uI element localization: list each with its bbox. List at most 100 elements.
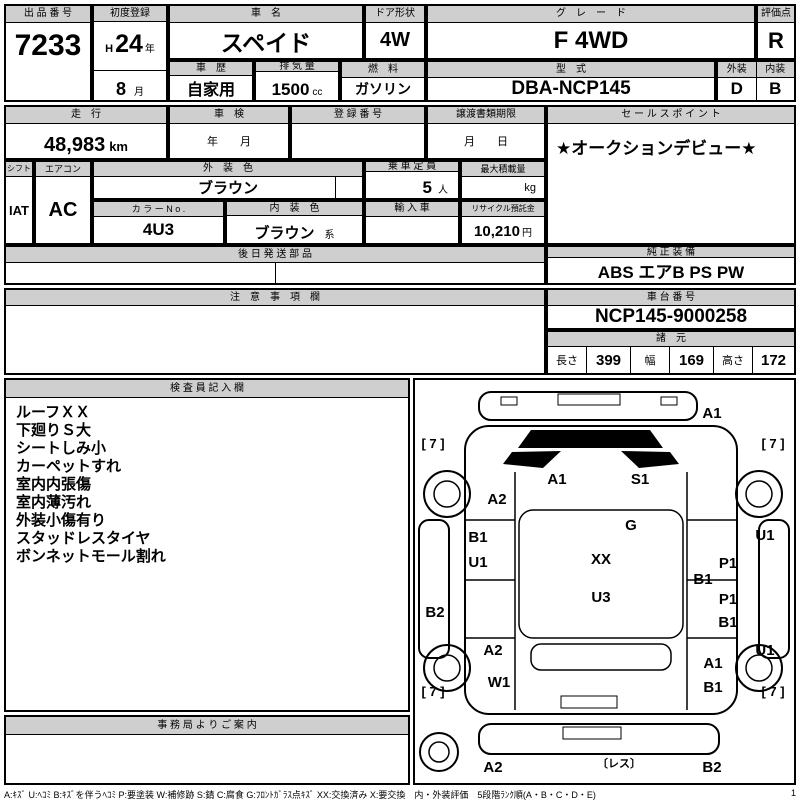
interior-color-cell: 内 装 色 ブラウン 系 <box>225 200 364 245</box>
inspector-note: 室内薄汚れ <box>16 494 92 511</box>
capacity-label: 乗 車 定 員 <box>366 162 458 172</box>
sales-point-value: ★オークションデビュー★ <box>556 139 757 158</box>
shift-label: シフト <box>6 162 32 177</box>
damage-code-label: A1 <box>702 405 721 422</box>
exterior-color-label: 外 装 色 <box>94 162 362 177</box>
recycle-deposit-label: リサイクル預託金 <box>462 202 544 217</box>
office-notice-label: 事 務 局 よ り ご 案 内 <box>6 717 408 735</box>
import-cell: 輸 入 車 <box>364 200 460 245</box>
sales-point-cell: セ ー ル ス ポ イ ン ト ★オークションデビュー★ <box>546 105 796 245</box>
damage-code-label: B2 <box>702 759 721 776</box>
score-label: 評価点 <box>758 6 794 23</box>
damage-code-label: A1 <box>703 655 722 672</box>
front-bumper-shape <box>478 391 698 421</box>
left-side-panel-shape <box>418 519 450 659</box>
displacement-cell: 排 気 量 1500 cc <box>254 60 340 102</box>
inspector-note: 下廻りＳ大 <box>16 422 92 439</box>
spare-tire-shape <box>419 732 459 772</box>
displacement-label: 排 気 量 <box>256 62 338 72</box>
inspector-note: シートしみ小 <box>16 440 107 457</box>
office-notice-cell: 事 務 局 よ り ご 案 内 <box>4 715 410 785</box>
inspector-note: ルーフＸＸ <box>16 404 91 421</box>
month-unit: 月 <box>134 87 144 98</box>
inspector-note: カーペットすれ <box>16 458 122 475</box>
recycle-amount: 10,210 <box>474 223 520 240</box>
inspector-note: スタッドレスタイヤ <box>16 530 151 547</box>
first-registration-year: H 24 年 <box>94 22 166 71</box>
shift-value: IAT <box>9 202 29 218</box>
roof-shape <box>518 509 684 639</box>
rear-left-wheel-shape <box>423 644 471 692</box>
reg-year-value: 24 <box>115 30 143 59</box>
legend-row: A:ｷｽﾞ U:ﾍｺﾐ B:ｷｽﾞを伴うﾍｺﾐ P:要塗装 W:補修跡 S:錆 … <box>4 788 796 800</box>
car-name-value: スペイド <box>220 29 312 56</box>
damage-code-label: 〔レス〕 <box>597 757 641 770</box>
year-unit: 年 <box>144 44 155 56</box>
height-value: 172 <box>760 351 787 369</box>
score-cell: 評価点 R <box>756 4 796 60</box>
color-number-cell: カ ラ ー N o . 4U3 <box>92 200 225 245</box>
exterior-color-divider <box>335 177 336 198</box>
interior-color-suffix: 系 <box>324 230 335 241</box>
capacity-value: 5 人 <box>366 172 458 198</box>
import-label: 輸 入 車 <box>366 202 458 217</box>
inspection-cell: 車 検 年 月 <box>168 105 290 160</box>
genuine-equipment-value: ABS エアB PS PW <box>597 263 745 282</box>
interior-score-value: B <box>769 79 782 98</box>
car-body-shape <box>464 425 738 715</box>
genuine-equipment-cell: 純 正 装 備 ABS エアB PS PW <box>546 245 796 285</box>
damage-code-label: S1 <box>631 471 649 488</box>
later-parts-label: 後 日 発 送 部 品 <box>6 247 544 263</box>
aircon-value: AC <box>48 198 78 221</box>
front-plate-shape <box>557 393 621 406</box>
transfer-deadline-value: 月 日 <box>464 136 508 148</box>
door-shape-value: 4W <box>380 29 410 51</box>
rear-window-shape <box>530 643 672 671</box>
reg-month-value: 8 <box>115 79 126 99</box>
exterior-color-text: ブラウン <box>197 180 258 197</box>
color-number-label: カ ラ ー N o . <box>94 202 223 217</box>
inspection-label: 車 検 <box>170 107 288 124</box>
front-right-detail-shape <box>660 396 678 406</box>
damage-code-label: G <box>625 517 637 534</box>
damage-code-label: P1 <box>719 591 737 608</box>
front-left-wheel-shape <box>423 470 471 518</box>
office-notice-value <box>6 735 408 783</box>
height-label: 高さ <box>714 347 753 373</box>
rear-bumper-plate-shape <box>562 726 622 740</box>
caution-value <box>6 306 544 373</box>
caution-label: 注 意 事 項 欄 <box>6 290 544 306</box>
exterior-color-value: ブラウン <box>94 177 362 198</box>
recycle-unit: 円 <box>521 228 532 239</box>
mileage-label: 走 行 <box>6 107 166 124</box>
max-load-cell: 最大積載量 kg <box>460 160 546 200</box>
front-right-wheel-shape <box>735 470 783 518</box>
lot-number-cell: 出 品 番 号 7233 <box>4 4 92 102</box>
page-number: 1 <box>790 788 796 798</box>
first-registration-month: 8 月 <box>94 71 166 100</box>
right-side-panel-shape <box>758 519 790 659</box>
transfer-deadline-cell: 譲渡書類期限 月 日 <box>426 105 546 160</box>
damage-code-label: U3 <box>591 589 610 606</box>
damage-code-label: [ 7 ] <box>421 684 444 699</box>
interior-color-value: ブラウン 系 <box>227 216 362 243</box>
fuel-cell: 燃 料 ガソリン <box>340 60 426 102</box>
legend-text: A:ｷｽﾞ U:ﾍｺﾐ B:ｷｽﾞを伴うﾍｺﾐ P:要塗装 W:補修跡 S:錆 … <box>4 790 596 800</box>
damage-code-label: [ 7 ] <box>421 436 444 451</box>
history-value: 自家用 <box>186 82 235 99</box>
damage-code-label: U1 <box>755 642 774 659</box>
model-code-value: DBA-NCP145 <box>511 78 631 99</box>
inspection-value: 年 月 <box>207 136 251 148</box>
damage-code-label: W1 <box>488 674 511 691</box>
capacity-cell: 乗 車 定 員 5 人 <box>364 160 460 200</box>
car-name-cell: 車 名 スペイド <box>168 4 364 60</box>
damage-code-label: [ 7 ] <box>761 436 784 451</box>
displacement-number: 1500 <box>271 80 310 99</box>
genuine-equipment-label: 純 正 装 備 <box>548 247 794 258</box>
era-prefix: H <box>105 43 114 56</box>
length-value: 399 <box>587 347 631 373</box>
registration-number-label: 登 録 番 号 <box>292 107 424 124</box>
damage-code-label: B1 <box>693 571 712 588</box>
